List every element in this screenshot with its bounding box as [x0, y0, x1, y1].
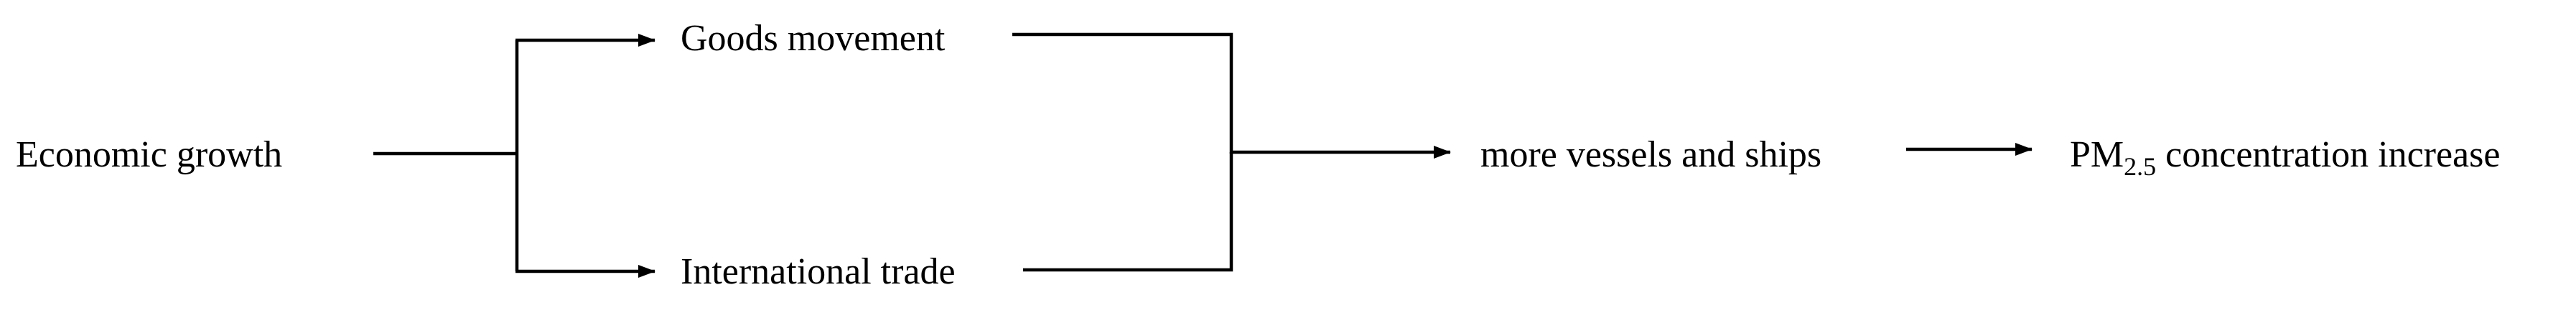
- node-pm25-increase: PM2.5 concentration increase: [2070, 134, 2500, 181]
- pm-prefix: PM: [2070, 134, 2124, 175]
- node-goods-movement: Goods movement: [681, 18, 946, 59]
- pm-suffix: concentration increase: [2156, 134, 2500, 175]
- node-economic-growth: Economic growth: [16, 134, 282, 175]
- node-more-vessels: more vessels and ships: [1480, 134, 1821, 175]
- connector-goods-to-merge: [1012, 32, 1233, 154]
- pm-subscript: 2.5: [2124, 152, 2156, 181]
- connector-trade-to-merge: [1023, 152, 1233, 272]
- node-international-trade: International trade: [681, 251, 956, 292]
